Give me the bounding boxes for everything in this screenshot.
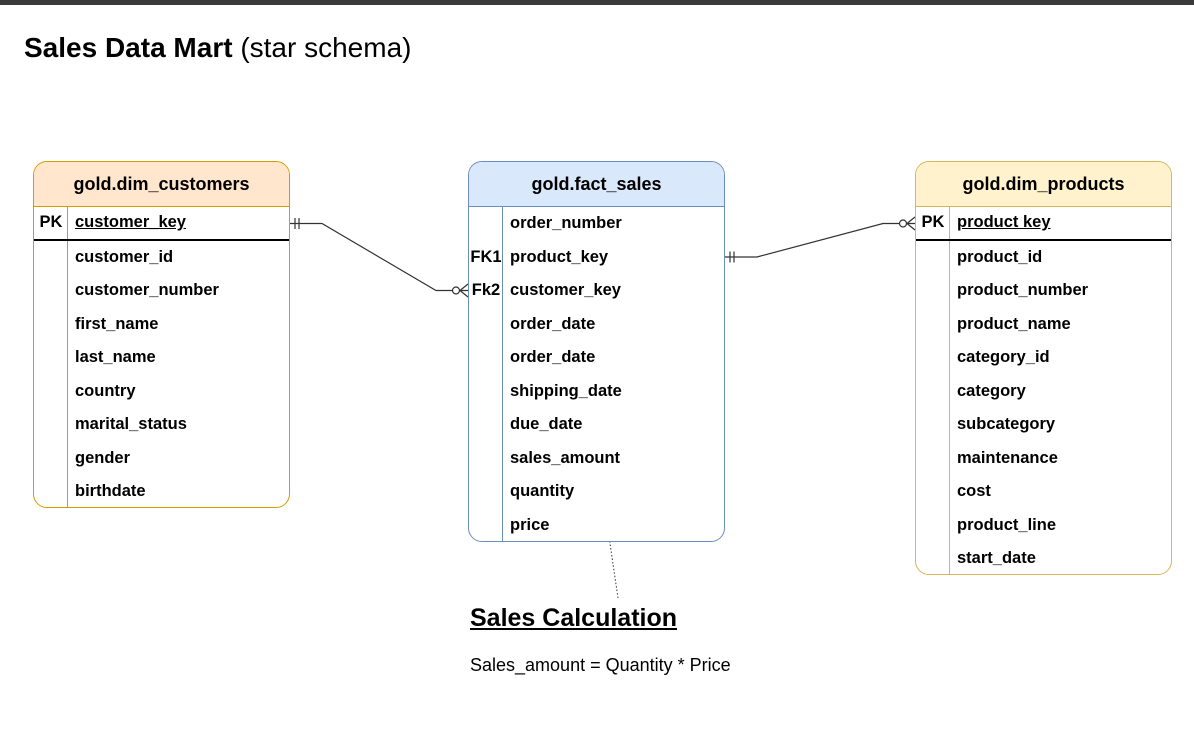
title-light: (star schema) [240,32,412,63]
table-rows: PK customer_key customer_id customer_number… [34,207,289,507]
table-row: order_date [469,341,724,375]
column-name: product key [957,213,1051,232]
table-row: PK customer_key [34,207,289,241]
table-row: product_line [916,509,1171,543]
column-name: product_key [510,247,609,266]
calc-formula: Sales_amount = Quantity * Price [470,655,731,675]
table-row: sales_amount [469,442,724,476]
column-name: product_name [957,314,1071,333]
column-name: marital_status [75,415,187,434]
column-name: maintenance [957,448,1058,467]
table-row: product_name [916,308,1171,342]
column-name: order_date [510,348,596,367]
key-divider [502,207,503,541]
relationship-customers-fact [290,218,469,298]
table-row: last_name [34,341,289,375]
key-divider [67,207,68,507]
column-name: cost [957,482,991,501]
key-badge: PK [39,213,63,232]
column-name: customer_key [510,281,621,300]
table-header: gold.dim_products [916,162,1171,207]
column-name: birthdate [75,482,146,501]
column-name: product_line [957,515,1057,534]
column-name: country [75,381,136,400]
column-name: due_date [510,415,583,434]
table-row: start_date [916,542,1171,574]
diagram-title: Sales Data Mart (star schema) [24,32,411,64]
relationship-fact-products [725,216,916,263]
table-row: order_number [469,207,724,241]
key-badge: Fk2 [471,281,501,300]
column-name: last_name [75,348,156,367]
table-row: product_id [916,241,1171,275]
key-badge: PK [921,213,945,232]
column-name: gender [75,448,131,467]
top-bar [0,0,1194,5]
column-name: sales_amount [510,448,621,467]
title-strong: Sales Data Mart [24,32,233,63]
table-row: customer_id [34,241,289,275]
table-row: subcategory [916,408,1171,442]
column-name: start_date [957,549,1036,568]
column-name: order_number [510,214,622,233]
column-name: product_id [957,247,1043,266]
table-row: first_name [34,308,289,342]
table-row: Fk2 customer_key [469,274,724,308]
table-row: shipping_date [469,375,724,409]
table-row: PK product key [916,207,1171,241]
table-row: product_number [916,274,1171,308]
key-divider [949,207,950,574]
column-name: order_date [510,314,596,333]
table-header: gold.dim_customers [34,162,289,207]
table-row: order_date [469,308,724,342]
table-row: marital_status [34,408,289,442]
table-row: country [34,375,289,409]
column-name: quantity [510,482,575,501]
table-body: PK customer_key customer_id customer_number… [34,207,289,507]
table-row: FK1 product_key [469,241,724,275]
column-name: subcategory [957,415,1056,434]
column-name: price [510,515,550,534]
table-row: category_id [916,341,1171,375]
calc-title: Sales Calculation [470,604,678,632]
column-name: product_number [957,281,1089,300]
column-name: shipping_date [510,381,622,400]
table-dim-products: gold.dim_products PK product key product_i… [915,161,1172,575]
table-row: category [916,375,1171,409]
column-name: customer_key [75,213,186,232]
table-row: customer_number [34,274,289,308]
column-name: customer_id [75,247,174,266]
table-row: cost [916,475,1171,509]
table-row: maintenance [916,442,1171,476]
key-badge: FK1 [470,247,502,266]
table-header: gold.fact_sales [469,162,724,207]
table-row: quantity [469,475,724,509]
column-name: first_name [75,314,159,333]
table-row: due_date [469,408,724,442]
column-name: category [957,381,1026,400]
table-row: gender [34,442,289,476]
table-row: price [469,509,724,542]
table-row: birthdate [34,475,289,507]
column-name: customer_number [75,281,219,300]
column-name: category_id [957,348,1050,367]
